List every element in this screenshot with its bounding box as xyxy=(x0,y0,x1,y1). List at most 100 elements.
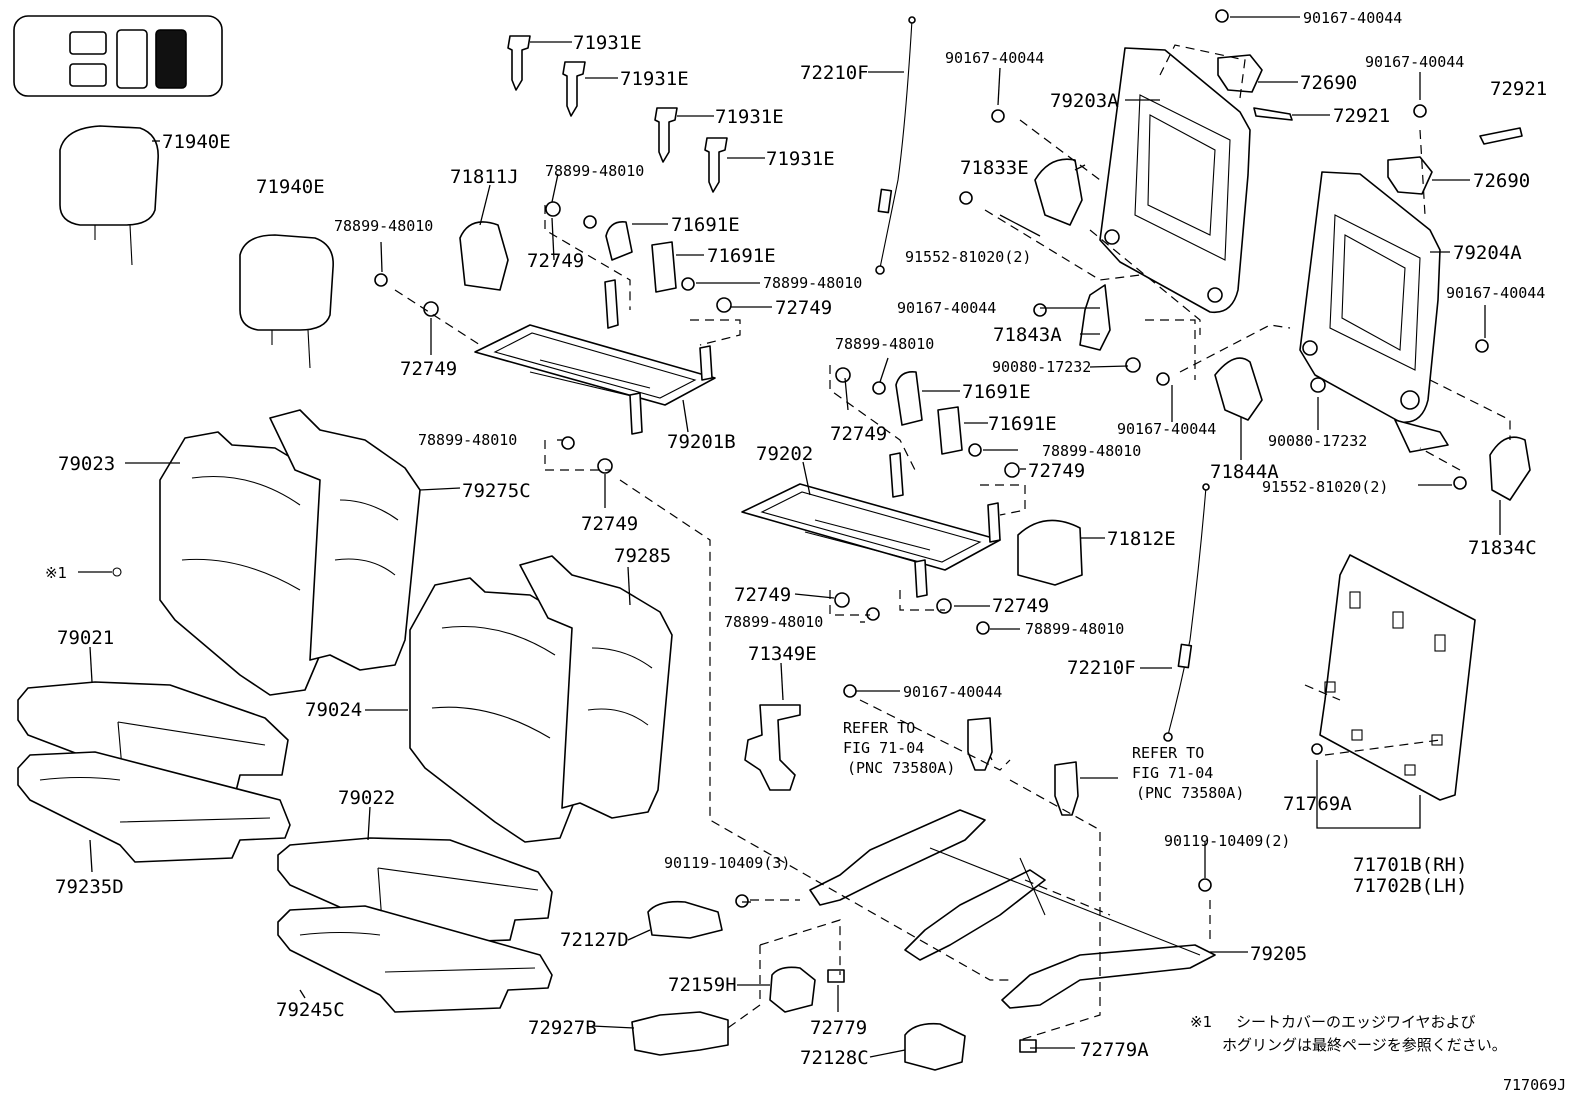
seatback-frame-79204A xyxy=(1299,171,1449,453)
label-72921-1: 72921 xyxy=(1333,105,1390,127)
label-72159H: 72159H xyxy=(668,974,737,996)
label-79021: 79021 xyxy=(57,627,114,649)
cushion-frame-79202 xyxy=(741,452,1001,598)
seat-location-key xyxy=(13,15,223,97)
label-72749-g: 72749 xyxy=(734,584,791,606)
label-90119-10409-2: 90119-10409(2) xyxy=(1164,832,1290,850)
label-78899-48010-e: 78899-48010 xyxy=(418,431,517,449)
fasteners xyxy=(374,9,1489,908)
label-91552-81020-1: 91552-81020(2) xyxy=(905,248,1031,266)
footnote: ※1 シートカバーのエッジワイヤおよび ホグリングは最終ページを参照ください。 xyxy=(1190,1013,1507,1054)
cover-72127D xyxy=(647,900,723,939)
bracket-71349E xyxy=(744,704,801,791)
cable-72210F-lower xyxy=(1163,483,1210,742)
label-refer-to-2: REFER TO xyxy=(1132,744,1204,762)
label-90167-40044-mid: 90167-40044 xyxy=(897,299,996,317)
label-72749-a: 72749 xyxy=(527,250,584,272)
clip-72690-lower xyxy=(1387,156,1433,195)
cover-71812E xyxy=(1017,519,1083,586)
seatback-cover-79023 xyxy=(159,431,336,696)
label-71769A: 71769A xyxy=(1283,793,1352,815)
label-72749-b: 72749 xyxy=(775,297,832,319)
label-refer-pnc-1: (PNC 73580A) xyxy=(847,759,955,777)
label-72749-d: 72749 xyxy=(830,423,887,445)
label-71701B-rh: 71701B(RH) xyxy=(1353,854,1467,876)
clip-72779 xyxy=(827,969,845,983)
seat-cushion-pad-79245C xyxy=(277,905,553,1013)
seat-rail-79205 xyxy=(809,809,1216,1009)
label-78899-48010-g: 78899-48010 xyxy=(724,613,823,631)
label-72128C: 72128C xyxy=(800,1047,869,1069)
label-71940E-1: 71940E xyxy=(162,131,231,153)
footnote-mark: ※1 xyxy=(1190,1013,1212,1031)
label-90080-17232-2: 90080-17232 xyxy=(1268,432,1367,450)
bracket-71691E-group xyxy=(605,220,963,455)
seat-cushion-cover-79021 xyxy=(17,681,289,796)
label-71691E-4: 71691E xyxy=(988,413,1057,435)
label-72921-2: 72921 xyxy=(1490,78,1547,100)
label-refer-to-1: REFER TO xyxy=(843,719,915,737)
label-72779: 72779 xyxy=(810,1017,867,1039)
label-79023: 79023 xyxy=(58,453,115,475)
cover-71844A xyxy=(1214,357,1263,421)
label-72210F-2: 72210F xyxy=(1067,657,1136,679)
headrest-71940E-right xyxy=(239,234,334,369)
cover-72927B xyxy=(631,1011,729,1056)
label-71931E-4: 71931E xyxy=(766,148,835,170)
highlighted-seat xyxy=(155,29,187,89)
label-71702B-lh: 71702B(LH) xyxy=(1353,875,1467,897)
label-72690-2: 72690 xyxy=(1473,170,1530,192)
footnote-line-2: ホグリングは最終ページを参照ください。 xyxy=(1222,1036,1507,1054)
leader-lines xyxy=(78,16,1501,1058)
pin-71931E-group xyxy=(507,35,728,193)
cover-72128C xyxy=(904,1022,966,1071)
tag-72921-right xyxy=(1479,127,1523,145)
clip-72690-upper xyxy=(1217,54,1263,93)
label-90080-17232-1: 90080-17232 xyxy=(992,358,1091,376)
label-71844A: 71844A xyxy=(1210,461,1279,483)
label-refer-fig-2: FIG 71-04 xyxy=(1132,764,1213,782)
label-71931E-2: 71931E xyxy=(620,68,689,90)
label-71691E-2: 71691E xyxy=(707,245,776,267)
label-79022: 79022 xyxy=(338,787,395,809)
cover-71843A xyxy=(1079,284,1111,351)
label-71811J: 71811J xyxy=(450,166,519,188)
part-labels: 71931E 71931E 71931E 71931E 72210F 90167… xyxy=(45,9,1547,1069)
cushion-frame-79201B xyxy=(474,279,716,435)
label-71931E-1: 71931E xyxy=(573,32,642,54)
label-71691E-1: 71691E xyxy=(671,214,740,236)
label-79285: 79285 xyxy=(614,545,671,567)
seatback-cover-79275C xyxy=(269,409,421,671)
label-79275C: 79275C xyxy=(462,480,531,502)
label-78899-48010-b: 78899-48010 xyxy=(334,217,433,235)
cover-72159H xyxy=(769,966,816,1013)
label-90167-40044-bot: 90167-40044 xyxy=(903,683,1002,701)
buckle-right xyxy=(1054,761,1079,816)
label-71833E: 71833E xyxy=(960,157,1029,179)
side-board-71701B xyxy=(1319,554,1476,801)
label-90167-40044-far: 90167-40044 xyxy=(1446,284,1545,302)
label-90167-40044-top: 90167-40044 xyxy=(1303,9,1402,27)
label-71691E-3: 71691E xyxy=(962,381,1031,403)
label-79201B: 79201B xyxy=(667,431,736,453)
label-72749-h: 72749 xyxy=(992,595,1049,617)
clip-72779A xyxy=(1019,1039,1037,1053)
label-72690-1: 72690 xyxy=(1300,72,1357,94)
label-72210F-1: 72210F xyxy=(800,62,869,84)
label-78899-48010-f: 78899-48010 xyxy=(1042,442,1141,460)
label-79205: 79205 xyxy=(1250,943,1307,965)
cover-71811J xyxy=(459,221,509,291)
label-71931E-3: 71931E xyxy=(715,106,784,128)
footnote-line-1: シートカバーのエッジワイヤおよび xyxy=(1236,1013,1476,1031)
label-71843A: 71843A xyxy=(993,324,1062,346)
label-72779A: 72779A xyxy=(1080,1039,1149,1061)
tag-72921-left xyxy=(1253,107,1293,121)
label-refer-fig-1: FIG 71-04 xyxy=(843,739,924,757)
seatback-cover-79285 xyxy=(519,555,673,819)
headrest-71940E-left xyxy=(59,125,159,266)
seatback-frame-79203A xyxy=(1099,47,1251,314)
label-91552-81020-2: 91552-81020(2) xyxy=(1262,478,1388,496)
label-79203A: 79203A xyxy=(1050,90,1119,112)
label-90167-40044-right: 90167-40044 xyxy=(1365,53,1464,71)
seatback-cover-79024 xyxy=(409,577,591,843)
